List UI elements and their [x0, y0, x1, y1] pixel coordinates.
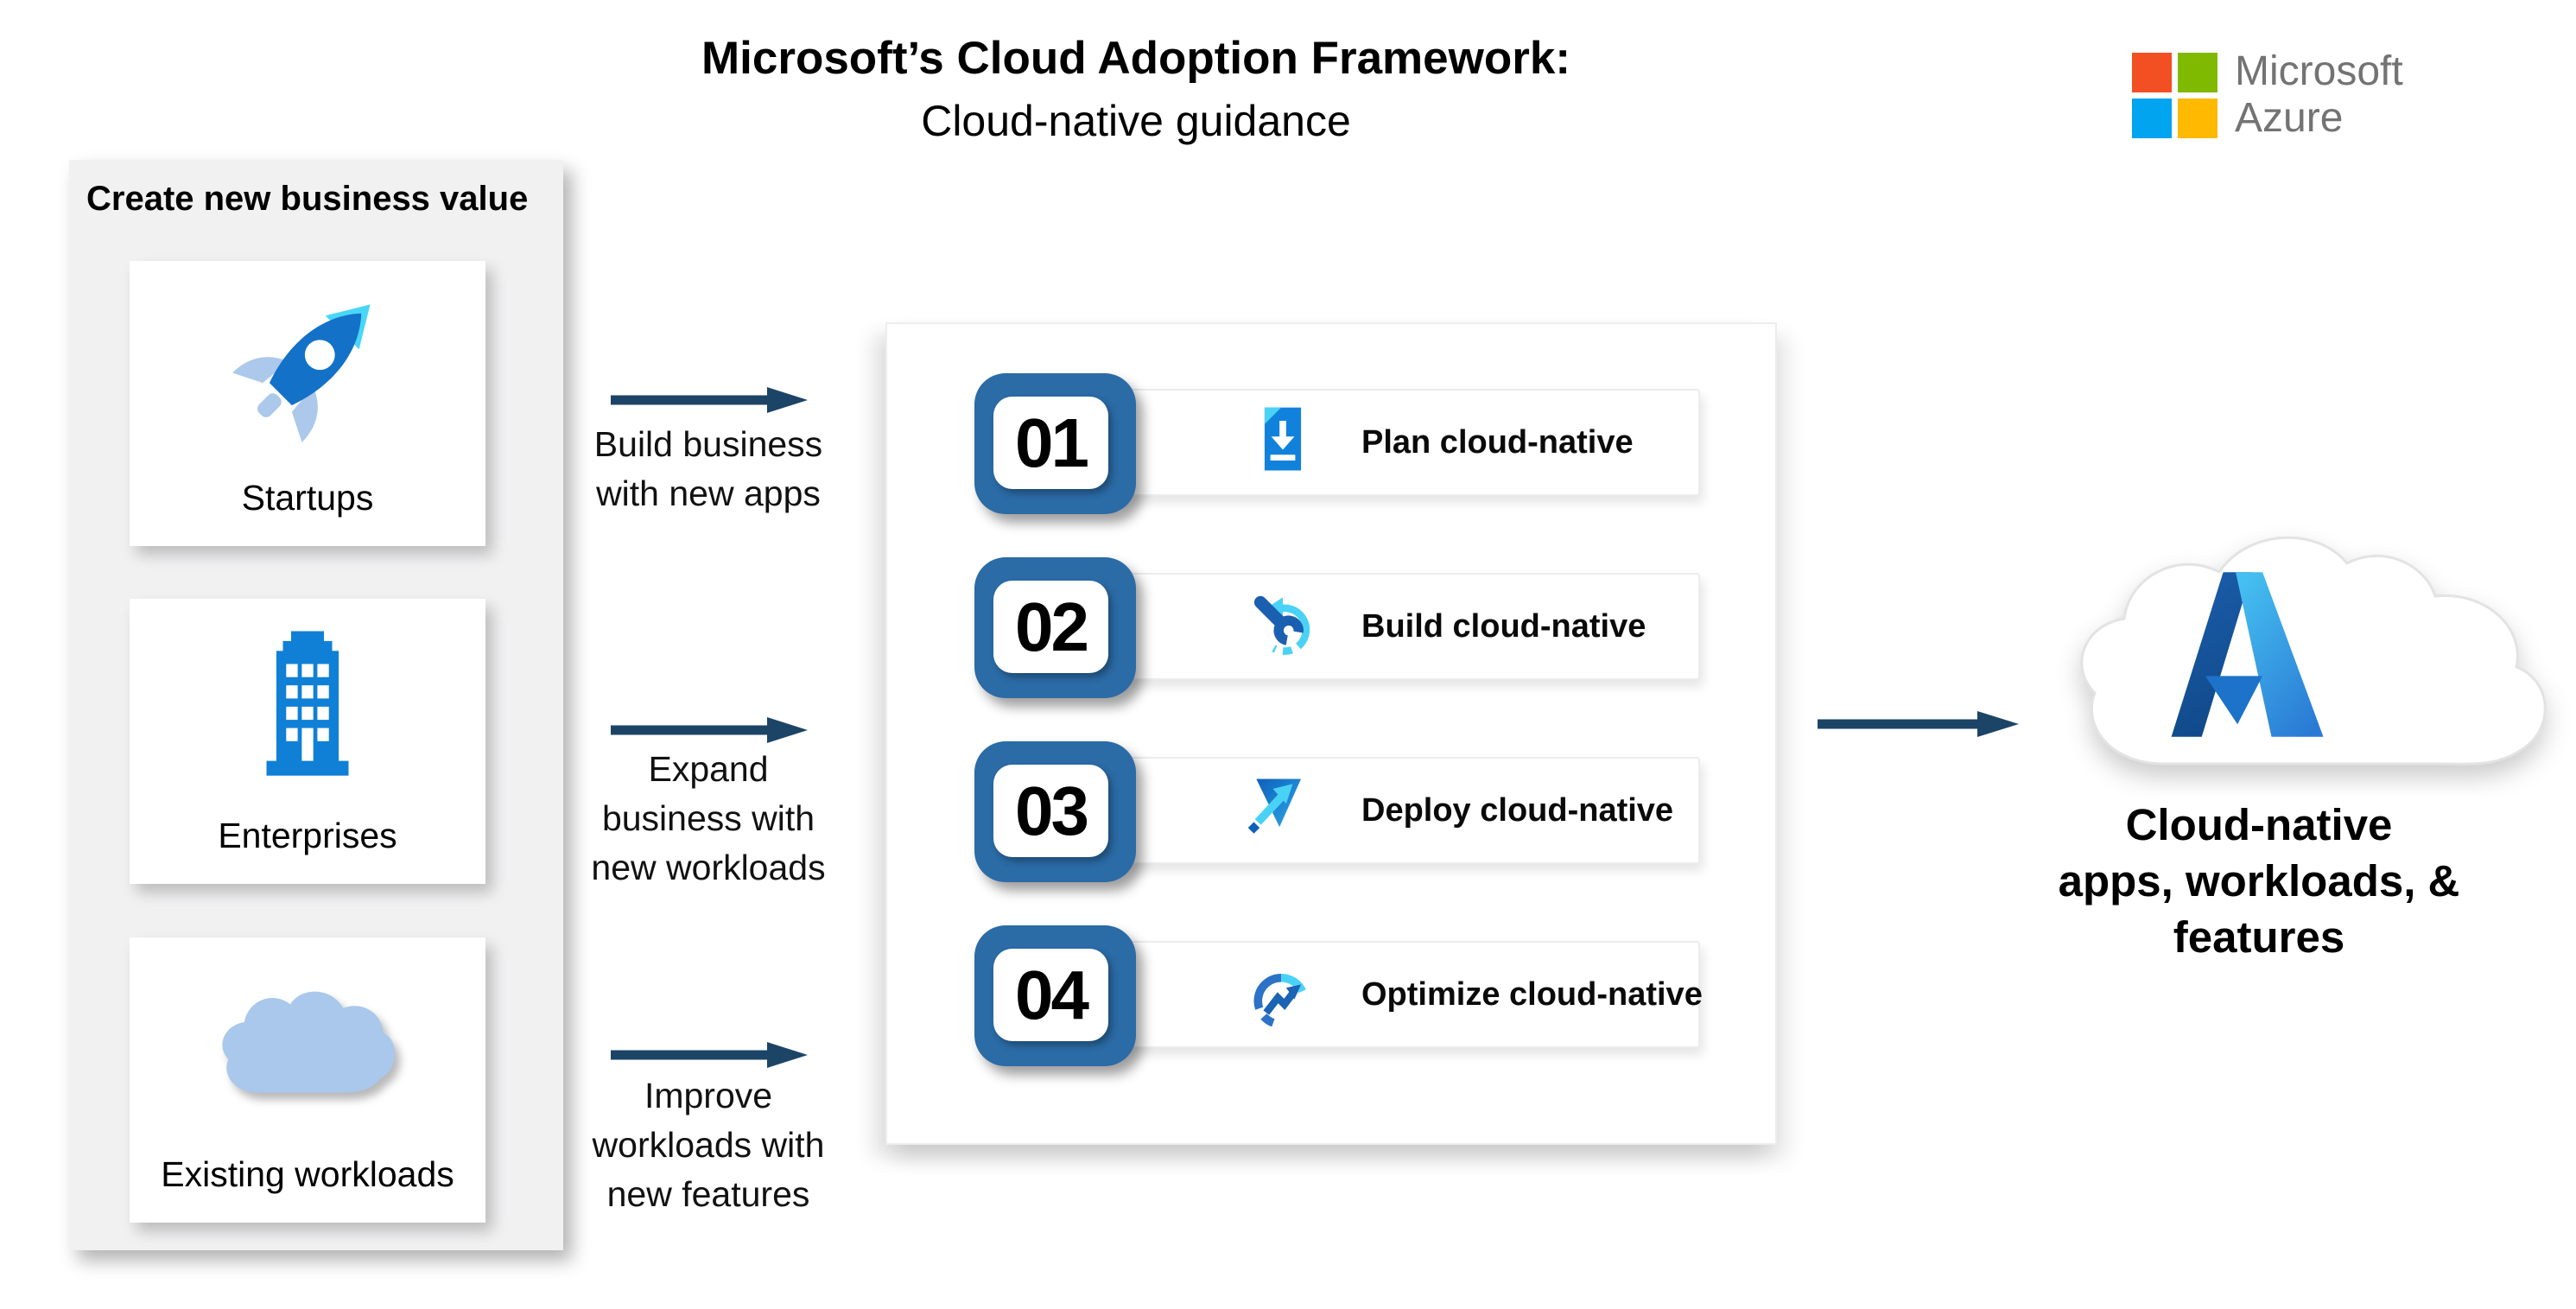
flow-label-2: Expand business with new workloads [591, 749, 826, 887]
step-row-deploy: Deploy cloud-native [1069, 757, 1700, 864]
microsoft-azure-logo: Microsoft Azure [2132, 48, 2403, 142]
flow-label-1: Build business with new apps [593, 424, 823, 513]
step-label: Build cloud-native [1361, 607, 1646, 645]
document-download-icon [1243, 401, 1323, 485]
step-number: 04 [1015, 956, 1089, 1033]
step-number: 01 [1015, 404, 1089, 481]
card-existing-workloads: Existing workloads [130, 937, 485, 1223]
step-row-build: Build cloud-native [1069, 573, 1700, 680]
microsoft-logo-icon [2132, 52, 2218, 138]
rocket-icon [130, 261, 485, 473]
step-number-tile-4: 04 [974, 925, 1136, 1066]
ms-square-yellow [2178, 98, 2218, 138]
step-number-tile-1: 01 [974, 373, 1136, 514]
flow-arrow-3 [611, 1042, 808, 1068]
flow-arrow-2 [611, 717, 808, 743]
flow-label-3: Improve workloads with new features [592, 1076, 825, 1214]
step-label: Optimize cloud-native [1361, 975, 1703, 1013]
brand-line-2: Azure [2235, 95, 2344, 141]
azure-cloud-logo [2034, 512, 2570, 797]
card-label: Enterprises [218, 816, 397, 855]
output-caption: Cloud-native apps, workloads, & features [2058, 800, 2460, 962]
deploy-arrow-icon [1243, 769, 1323, 853]
ms-square-red [2132, 52, 2172, 92]
card-label: Existing workloads [161, 1154, 454, 1194]
building-icon [130, 599, 485, 810]
step-label: Plan cloud-native [1361, 423, 1634, 461]
wrench-refresh-icon [1243, 585, 1323, 669]
brand-line-1: Microsoft [2235, 48, 2403, 94]
step-number: 03 [1015, 772, 1089, 849]
ms-square-blue [2132, 98, 2172, 138]
flow-arrow-1 [611, 387, 808, 413]
title-line-2: Cloud-native guidance [921, 97, 1351, 145]
step-number-tile-3: 03 [974, 741, 1136, 882]
card-startups: Startups [130, 261, 485, 546]
ms-square-green [2178, 52, 2218, 92]
step-row-plan: Plan cloud-native [1069, 389, 1700, 496]
brand-name: Microsoft Azure [2235, 48, 2403, 142]
card-label: Startups [241, 478, 374, 518]
page-title: Microsoft’s Cloud Adoption Framework: Cl… [618, 29, 1654, 149]
step-number-tile-2: 02 [974, 557, 1136, 698]
gauge-trend-icon [1243, 953, 1323, 1037]
step-number: 02 [1015, 588, 1089, 665]
cloud-icon [130, 937, 485, 1149]
step-label: Deploy cloud-native [1361, 791, 1674, 829]
panel-header: Create new business value [86, 180, 529, 218]
step-row-optimize: Optimize cloud-native [1069, 941, 1703, 1048]
title-line-1: Microsoft’s Cloud Adoption Framework: [701, 33, 1571, 84]
output-arrow [1818, 711, 2019, 737]
card-enterprises: Enterprises [130, 599, 485, 884]
